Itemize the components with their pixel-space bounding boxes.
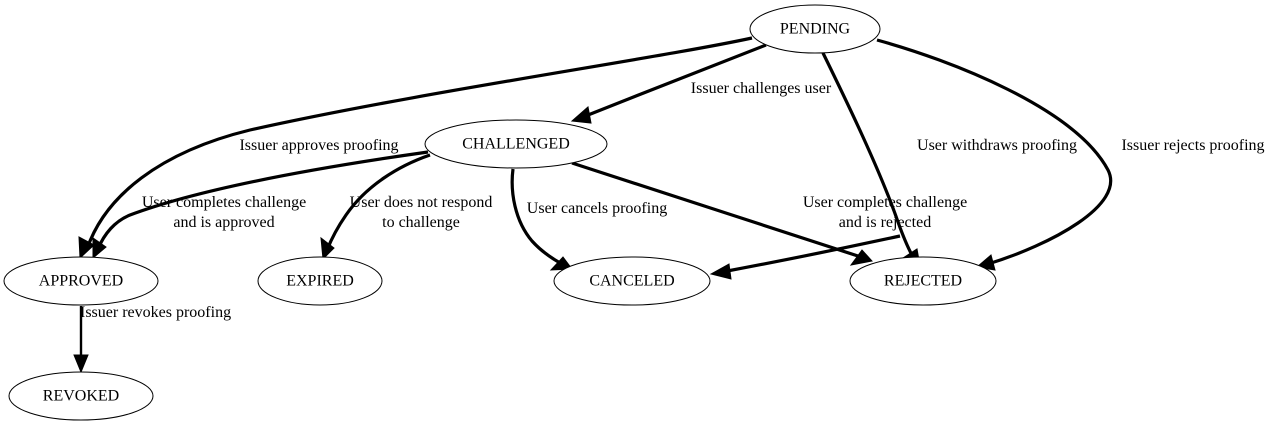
- edge-challenged-to-approved[interactable]: User completes challenge and is approved: [92, 150, 429, 260]
- edge-pending-to-rejected[interactable]: Issuer rejects proofing: [876, 38, 1265, 271]
- edge-pending-to-approved-path: [85, 36, 753, 250]
- edge-challenged-to-expired-label-line1: User does not respond: [350, 194, 493, 211]
- node-challenged-ellipse: [424, 119, 608, 169]
- edge-pending-to-challenged-label: Issuer challenges user: [691, 80, 832, 97]
- edge-pending-to-cancelled-path: [821, 52, 915, 258]
- edge-challenged-to-expired-arrowhead: [320, 236, 335, 261]
- edge-challenged-to-cancelled-path: [510, 168, 563, 266]
- edge-challenged-to-approved-arrowhead: [92, 237, 107, 260]
- edge-rejected-crossing-to-cancelled[interactable]: [709, 234, 901, 280]
- edge-pending-to-approved-label: Issuer approves proofing: [239, 137, 398, 154]
- edge-challenged-to-approved-path: [96, 150, 429, 250]
- edge-pending-to-rejected-label: Issuer rejects proofing: [1121, 137, 1264, 154]
- edge-pending-to-rejected-path: [876, 38, 1113, 266]
- node-approved[interactable]: APPROVED: [3, 256, 159, 306]
- edge-challenged-to-rejected-arrowhead: [849, 249, 873, 266]
- node-expired[interactable]: EXPIRED: [257, 256, 383, 306]
- node-pending[interactable]: PENDING: [749, 4, 881, 54]
- edge-challenged-to-expired[interactable]: User does not respond to challenge: [320, 153, 493, 261]
- node-rejected-label: REJECTED: [884, 273, 962, 290]
- node-challenged-label: CHALLENGED: [462, 136, 570, 153]
- edge-challenged-to-expired-label-line2: to challenge: [382, 214, 460, 231]
- edge-rejected-crossing-to-cancelled-arrowhead: [709, 263, 732, 280]
- node-pending-ellipse: [749, 4, 881, 54]
- node-expired-ellipse: [257, 256, 383, 306]
- edge-approved-to-revoked-arrowhead: [73, 354, 89, 374]
- node-cancelled-ellipse: [553, 256, 711, 306]
- edge-challenged-to-rejected-path: [571, 161, 862, 259]
- node-approved-ellipse: [3, 256, 159, 306]
- edge-pending-to-cancelled-label: User withdraws proofing: [917, 137, 1077, 154]
- edge-challenged-to-rejected-label-line1: User completes challenge: [803, 194, 967, 211]
- edge-pending-to-approved[interactable]: Issuer approves proofing: [78, 36, 753, 260]
- edge-challenged-to-cancelled-arrowhead: [549, 256, 573, 271]
- node-revoked-ellipse: [8, 371, 154, 421]
- edge-challenged-to-approved-label-line1: User completes challenge: [142, 194, 306, 211]
- edge-pending-to-approved-arrowhead: [78, 236, 95, 260]
- edge-rejected-crossing-to-cancelled-path: [721, 234, 901, 274]
- edge-challenged-to-cancelled-label: User cancels proofing: [527, 200, 667, 217]
- edge-pending-to-challenged-arrowhead: [570, 106, 592, 124]
- node-pending-label: PENDING: [780, 21, 851, 38]
- edge-pending-to-challenged-path: [582, 43, 767, 119]
- edge-pending-to-cancelled[interactable]: User withdraws proofing: [821, 52, 1077, 267]
- node-expired-label: EXPIRED: [286, 273, 354, 290]
- node-rejected[interactable]: REJECTED: [849, 256, 997, 306]
- node-challenged[interactable]: CHALLENGED: [424, 119, 608, 169]
- node-cancelled[interactable]: CANCELED: [553, 256, 711, 306]
- edge-challenged-to-expired-path: [325, 153, 431, 251]
- node-revoked[interactable]: REVOKED: [8, 371, 154, 421]
- edge-approved-to-revoked[interactable]: Issuer revokes proofing: [73, 304, 231, 374]
- node-cancelled-label: CANCELED: [589, 273, 674, 290]
- node-rejected-ellipse: [849, 256, 997, 306]
- node-revoked-label: REVOKED: [43, 388, 119, 405]
- node-approved-label: APPROVED: [39, 273, 123, 290]
- edge-challenged-to-cancelled[interactable]: User cancels proofing: [510, 168, 667, 271]
- edge-challenged-to-rejected[interactable]: User completes challenge and is rejected: [571, 161, 967, 266]
- edge-pending-to-challenged[interactable]: Issuer challenges user: [570, 43, 832, 124]
- edge-challenged-to-rejected-label-line2: and is rejected: [839, 214, 931, 231]
- edge-challenged-to-approved-label-line2: and is approved: [173, 214, 274, 231]
- edge-approved-to-revoked-label: Issuer revokes proofing: [80, 304, 231, 321]
